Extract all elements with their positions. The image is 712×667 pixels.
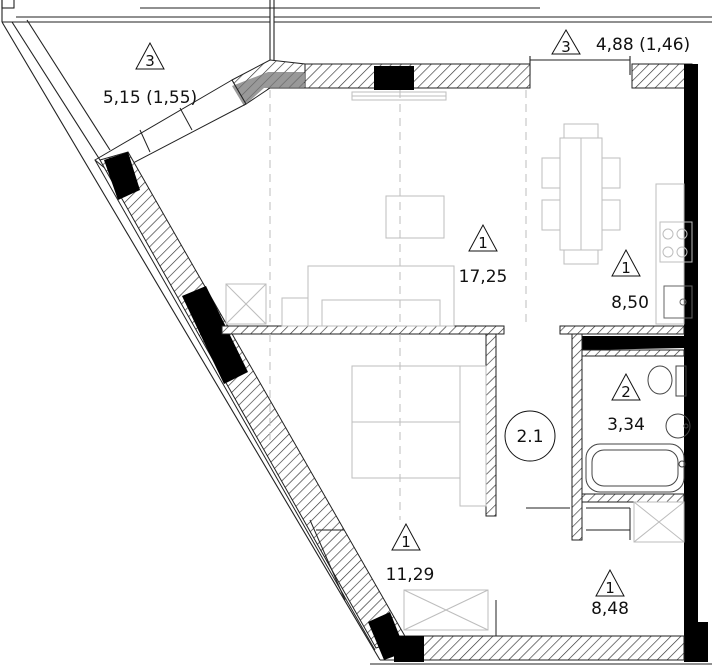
- wall-interior-vertical: [485, 333, 497, 517]
- hall-area: 8,48: [591, 599, 629, 619]
- toilet-bowl: [647, 365, 673, 395]
- wall-right-cap-bottom: [684, 622, 708, 662]
- wall-bottom-hatched: [399, 635, 685, 661]
- sink: [665, 413, 691, 439]
- marker-2-1-label: 2.1: [516, 427, 543, 447]
- column-bottom-left: [394, 636, 424, 662]
- bedroom-type: 1: [401, 533, 411, 551]
- label-balcony-left: 3 5,15 (1,55): [103, 41, 197, 108]
- wall-bath-black-wedge: [582, 336, 684, 350]
- living-type: 1: [478, 234, 488, 252]
- column-top: [374, 66, 414, 90]
- kitchen-sink: [663, 285, 693, 319]
- label-living: 1 17,25: [459, 223, 508, 287]
- label-balcony-top: 3 4,88 (1,46): [551, 29, 690, 56]
- kitchen-area: 8,50: [611, 293, 649, 313]
- balcony-left-type: 3: [145, 52, 155, 70]
- column-diagonal-top: [104, 152, 140, 200]
- label-hall: 1 8,48: [591, 568, 629, 619]
- wall-bath-left: [571, 333, 583, 541]
- wall-bath-inner: [581, 349, 685, 357]
- living-area: 17,25: [459, 267, 508, 287]
- column-diagonal-mid: [182, 286, 248, 384]
- marker-2-1: 2.1: [504, 410, 556, 462]
- wall-bath-top: [559, 325, 685, 335]
- wall-bath-bottom: [581, 493, 685, 503]
- wall-diagonal-hatched: [99, 151, 407, 649]
- wall-interior-horizontal: [221, 325, 505, 335]
- bathtub: [585, 443, 685, 493]
- label-bathroom: 2 3,34: [607, 372, 645, 435]
- furniture: [225, 90, 693, 631]
- door-lines: [316, 507, 631, 636]
- label-bedroom: 1 11,29: [386, 522, 435, 585]
- balcony-top-area: 4,88 (1,46): [596, 35, 690, 55]
- bedroom-area: 11,29: [386, 565, 435, 585]
- kitchen-type: 1: [621, 259, 631, 277]
- balcony-top-outline: [140, 7, 712, 75]
- diagonal-window-line-2: [309, 519, 346, 601]
- label-kitchen: 1 8,50: [611, 248, 649, 313]
- wall-top-right-hatched: [631, 63, 693, 89]
- bathroom-type: 2: [621, 383, 631, 401]
- wall-angled-gray: [232, 72, 304, 106]
- bathroom-fixtures: [585, 285, 693, 493]
- hall-type: 1: [605, 579, 615, 597]
- balcony-left-area: 5,15 (1,55): [103, 88, 197, 108]
- diagonal-window-line: [94, 159, 376, 651]
- wall-right-solid: [684, 64, 698, 644]
- wall-top-hatched: [304, 63, 531, 89]
- balcony-top-type: 3: [561, 38, 571, 56]
- bathroom-area: 3,34: [607, 415, 645, 435]
